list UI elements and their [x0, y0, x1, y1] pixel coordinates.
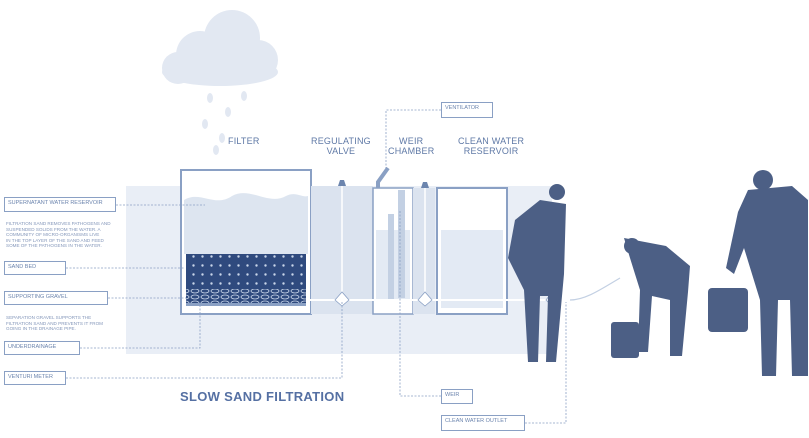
callout-venturi-meter: VENTURI METER [4, 371, 66, 385]
valve-joint-icon [334, 291, 350, 307]
callout-clean-water-outlet: CLEAN WATER OUTLET [441, 415, 525, 431]
supporting-gravel [186, 289, 306, 305]
man-carrying-jerrycan [708, 170, 808, 376]
header-weir-chamber: WEIR CHAMBER [388, 136, 435, 156]
water-jerrycan-1 [611, 322, 639, 358]
header-clean-water-reservoir: CLEAN WATER RESERVOIR [458, 136, 525, 156]
sand-bed [186, 254, 306, 289]
weir-joint-icon [417, 291, 433, 307]
header-regulating-valve: REGULATING VALVE [311, 136, 371, 156]
callout-supporting-gravel: SUPPORTING GRAVEL [4, 291, 108, 305]
note-gravel: SEPARATION GRAVEL SUPPORTS THE FILTRATIO… [6, 315, 103, 332]
diagram-title: SLOW SAND FILTRATION [180, 389, 345, 404]
callout-ventilator: VENTILATOR [441, 102, 493, 118]
water-jerrycan-2 [708, 288, 748, 332]
reservoir-column [413, 188, 435, 314]
supernatant-water [184, 193, 308, 254]
outlet-hose [569, 277, 621, 301]
valve-cap-icon [338, 180, 346, 186]
man-standing [508, 184, 566, 362]
callout-sand-bed: SAND BED [4, 261, 66, 275]
header-filter: FILTER [228, 136, 260, 146]
rain-cloud-icon [162, 10, 278, 86]
callout-underdrainage: UNDERDRAINAGE [4, 341, 80, 355]
note-sand-bed: FILTRATION SAND REMOVES PATHOGENS AND SU… [6, 221, 111, 249]
weir-inlet [388, 214, 394, 300]
reservoir-water [441, 230, 503, 308]
leader-lines [66, 109, 567, 424]
rain-drops [202, 91, 247, 155]
callout-supernatant: SUPERNATANT WATER RESERVOIR [4, 197, 116, 212]
weir-wall [398, 190, 405, 298]
reservoir-cap-icon [421, 182, 429, 188]
underdrain-pipe [186, 303, 306, 306]
man-bending [611, 238, 690, 358]
callout-weir: WEIR [441, 389, 473, 404]
